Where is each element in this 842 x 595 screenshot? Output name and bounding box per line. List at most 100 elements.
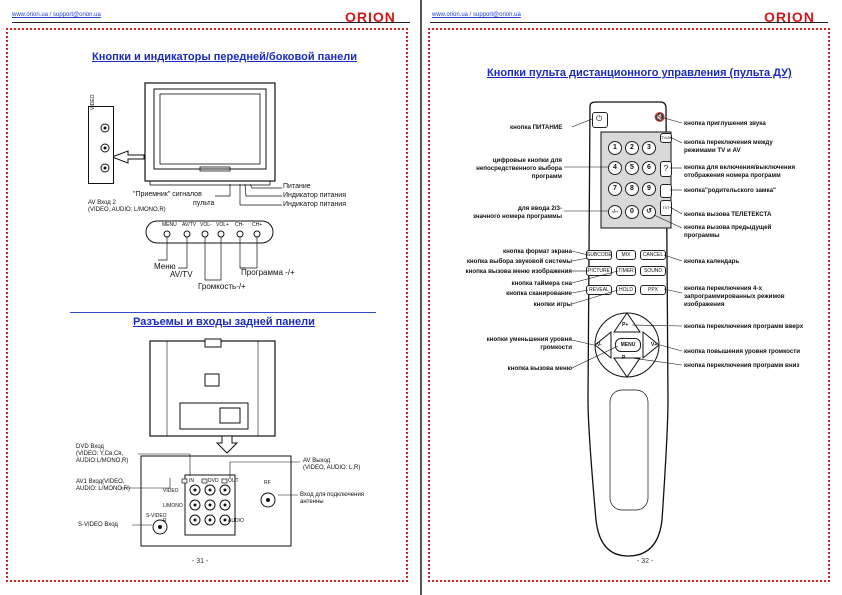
cancel-key[interactable]: CANCEL	[640, 250, 666, 260]
mark-video: VIDEO	[163, 488, 179, 494]
indicator-label-2: Индикатор питания	[283, 201, 346, 208]
mark-lmono: L/MONO	[163, 503, 183, 509]
label-calendar: кнопка календарь	[684, 258, 740, 265]
digit-key-7[interactable]: 7	[608, 182, 622, 196]
digit-key-9[interactable]: 9	[642, 182, 656, 196]
remote-leader-lines	[564, 117, 683, 369]
dvd-in-sub: (VIDEO: Y,Cʙ,Cʀ,	[76, 451, 124, 457]
rear-panel-title: Разъемы и входы задней панели	[133, 316, 315, 328]
mark-dvd: DVD	[208, 478, 219, 484]
volume-up-key[interactable]: V+	[651, 342, 658, 348]
header-link-right[interactable]: www.orion.ua / support@orion.ua	[432, 12, 521, 18]
label-twothree-1: для ввода 2/3-	[517, 205, 562, 212]
panel-btn-ch-down[interactable]: CH-	[235, 222, 244, 228]
subcode-key[interactable]: SUBCODE	[586, 250, 612, 260]
volume-label: Громкость-/+	[198, 282, 246, 291]
dotted-border	[6, 28, 408, 582]
av2-label: AV Вход 2	[88, 200, 116, 206]
parental-lock-key[interactable]	[660, 184, 672, 198]
header-rule	[12, 22, 410, 23]
left-page: www.orion.ua / support@orion.ua ORION Кн…	[0, 0, 420, 595]
panel-btn-vol-down[interactable]: VOL-	[200, 222, 212, 228]
label-teletext: кнопка вызова ТЕЛЕТЕКСТА	[684, 211, 772, 218]
label-display-2: отображения номера программ	[684, 172, 781, 179]
mix-key[interactable]: MIX	[616, 250, 636, 260]
avtv-label: AV/TV	[170, 270, 193, 279]
digit-key-1[interactable]: 1	[608, 141, 622, 155]
label-twothree-2: значного номера программы	[472, 213, 562, 220]
panel-btn-menu[interactable]: MENU	[162, 222, 177, 228]
control-panel	[145, 220, 274, 244]
mark-out: OUT	[228, 478, 239, 484]
right-page: www.orion.ua / support@orion.ua ORION Кн…	[422, 0, 842, 595]
timer-key[interactable]: TIMER	[616, 266, 636, 276]
previous-program-key[interactable]: ↺	[642, 205, 656, 219]
antenna-label: Вход для подключения	[300, 492, 365, 498]
menu-key[interactable]: MENU	[615, 338, 641, 352]
digit-key-0[interactable]: 0	[625, 205, 639, 219]
label-games: кнопки игры	[533, 301, 572, 308]
side-mark: VIDEO	[90, 94, 96, 110]
digit-key-4[interactable]: 4	[608, 161, 622, 175]
digit-key-8[interactable]: 8	[625, 182, 639, 196]
rear-connector-panel	[140, 455, 292, 547]
label-format: кнопка формат экрана	[502, 248, 572, 255]
hold-key[interactable]: HOLD	[616, 285, 636, 295]
digit-key-6[interactable]: 6	[642, 161, 656, 175]
label-ppx-1: кнопка переключения 4-х	[684, 285, 763, 292]
receiver-label-2: пульта	[193, 200, 215, 207]
display-key[interactable]: ?	[660, 161, 672, 177]
mark-in: IN	[189, 478, 194, 484]
ppx-key[interactable]: PPX	[640, 285, 666, 295]
digit-key-2[interactable]: 2	[625, 141, 639, 155]
panel-btn-avtv[interactable]: AV/TV	[182, 222, 197, 228]
panel-btn-ch-up[interactable]: CH+	[252, 222, 263, 228]
label-vol-down-2: громкости	[540, 344, 572, 351]
label-power: кнопка ПИТАНИЕ	[510, 124, 563, 131]
power-key[interactable]	[592, 112, 608, 128]
tv-front-illustration	[110, 82, 276, 186]
digit-key-dash[interactable]: -/--	[608, 205, 622, 219]
label-sound-system: кнопка выбора звуковой системы	[466, 258, 572, 265]
dvd-in-label: DVD Вход	[76, 444, 104, 450]
label-digits-2: непосредственного выбора	[476, 165, 562, 172]
side-panel-strip	[88, 106, 114, 184]
digit-key-5[interactable]: 5	[625, 161, 639, 175]
label-prev-1: кнопка вызова предыдущей	[684, 224, 772, 231]
rear-leader-lines	[120, 453, 300, 526]
label-digits-3: программ	[531, 173, 562, 180]
remote-title: Кнопки пульта дистанционного управления …	[487, 67, 792, 79]
mark-r: R	[163, 518, 167, 524]
digit-key-3[interactable]: 3	[642, 141, 656, 155]
orion-logo-right: ORION	[764, 9, 815, 25]
tv-rear-illustration	[149, 338, 276, 454]
label-menu-call: кнопка вызова меню	[507, 365, 572, 372]
panel-btn-vol-up[interactable]: VOL+	[216, 222, 229, 228]
power-icon: ⏻	[596, 114, 603, 123]
label-digits-1: цифровые кнопки для	[492, 157, 562, 164]
program-down-key[interactable]: P-	[622, 355, 627, 361]
orion-logo: ORION	[345, 9, 396, 25]
program-label: Программа -/+	[241, 268, 295, 277]
panel-button-leaders	[158, 230, 261, 281]
mark-audio: AUDIO	[228, 518, 244, 524]
label-vol-up: кнопка повышения уровня громкости	[684, 348, 801, 355]
av-out-label: AV Выход	[303, 458, 331, 464]
mute-icon: 🔇	[654, 112, 666, 122]
av2-sub: (VIDEO, AUDIO: L/MONO,R)	[88, 207, 166, 213]
header-link[interactable]: www.orion.ua / support@orion.ua	[12, 12, 101, 18]
label-prev-2: программы	[684, 232, 720, 239]
mark-svideo: S-VIDEO	[146, 513, 167, 519]
label-ppx-3: изображения	[684, 301, 725, 308]
dotted-border-right	[428, 28, 830, 582]
sound-key[interactable]: SOUND	[640, 266, 666, 276]
av1-in-label: AV1 Вход(VIDEO,	[76, 479, 125, 485]
label-tvav-2: режимами TV и AV	[684, 147, 741, 154]
page-number-right: - 32 -	[637, 558, 654, 565]
av1-in-sub: AUDIO: L/MONO,R)	[76, 486, 131, 492]
label-parent: кнопка"родительского замка"	[684, 187, 776, 194]
section-divider	[70, 312, 376, 313]
page-spine	[420, 0, 422, 595]
program-up-key[interactable]: P+	[622, 322, 629, 328]
volume-down-key[interactable]: V-	[597, 342, 602, 348]
